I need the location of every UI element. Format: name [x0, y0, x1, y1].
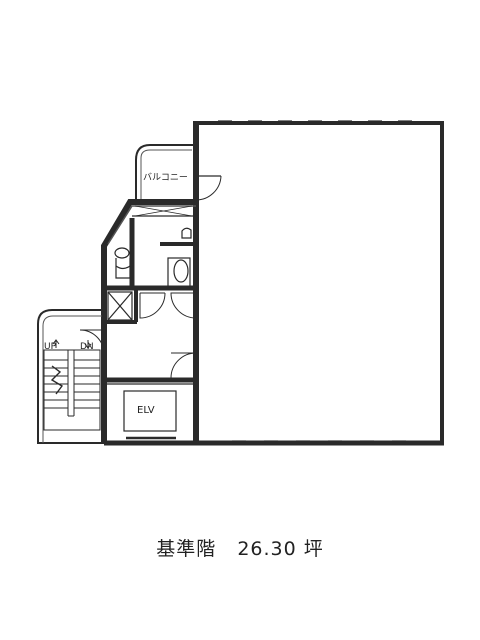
sink-fixtures [167, 227, 192, 289]
elevator-label: ELV [137, 405, 155, 416]
stair-shell [37, 309, 104, 444]
office-room [104, 120, 444, 446]
pipe-shaft [107, 291, 133, 321]
floor-area: 26.30 [237, 538, 297, 560]
toilet [114, 247, 131, 279]
elevator [104, 383, 196, 440]
stair-up-label: UP [44, 342, 57, 352]
balcony-label: バルコニー [143, 172, 188, 183]
balcony [135, 144, 222, 203]
stair-down-label: DN [80, 342, 94, 352]
stair-treads [43, 339, 101, 431]
floor-caption: 基準階 26.30 坪 [0, 534, 480, 561]
floor-name: 基準階 [156, 538, 217, 560]
area-unit: 坪 [303, 538, 324, 560]
core-doors [79, 292, 197, 379]
